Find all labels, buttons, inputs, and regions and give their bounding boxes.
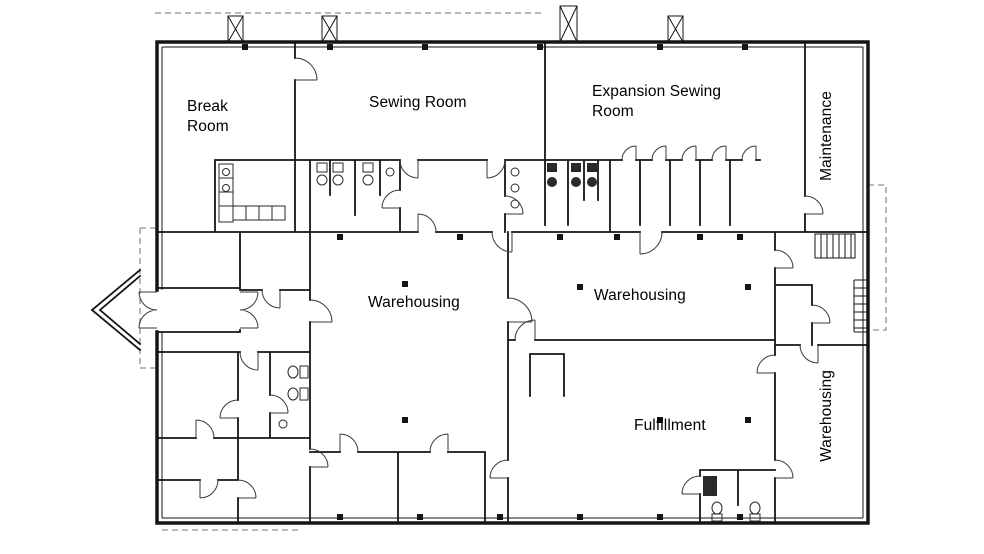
roof-posts: [227, 5, 684, 43]
fixtures: [218, 162, 761, 522]
room-label-warehousing-right: Warehousing: [594, 287, 686, 304]
door-swings: [138, 57, 831, 499]
dashed-canopies: [139, 12, 887, 531]
stairs: [814, 233, 868, 333]
room-label-maintenance: Maintenance: [817, 91, 835, 181]
room-label-sewing-room: Sewing Room: [369, 94, 467, 111]
structural-columns: [242, 44, 751, 520]
exterior-walls: [155, 40, 870, 525]
room-label-warehousing-side: Warehousing: [817, 370, 835, 462]
room-label-break-room: Break Room: [187, 98, 229, 136]
room-label-warehousing-left: Warehousing: [368, 294, 460, 311]
interior-walls: [156, 41, 869, 524]
room-label-expansion-sewing-room: Expansion Sewing Room: [592, 83, 722, 121]
entrance-chevron: [90, 268, 142, 352]
room-label-fulfillment: Fulfillment: [634, 417, 706, 434]
